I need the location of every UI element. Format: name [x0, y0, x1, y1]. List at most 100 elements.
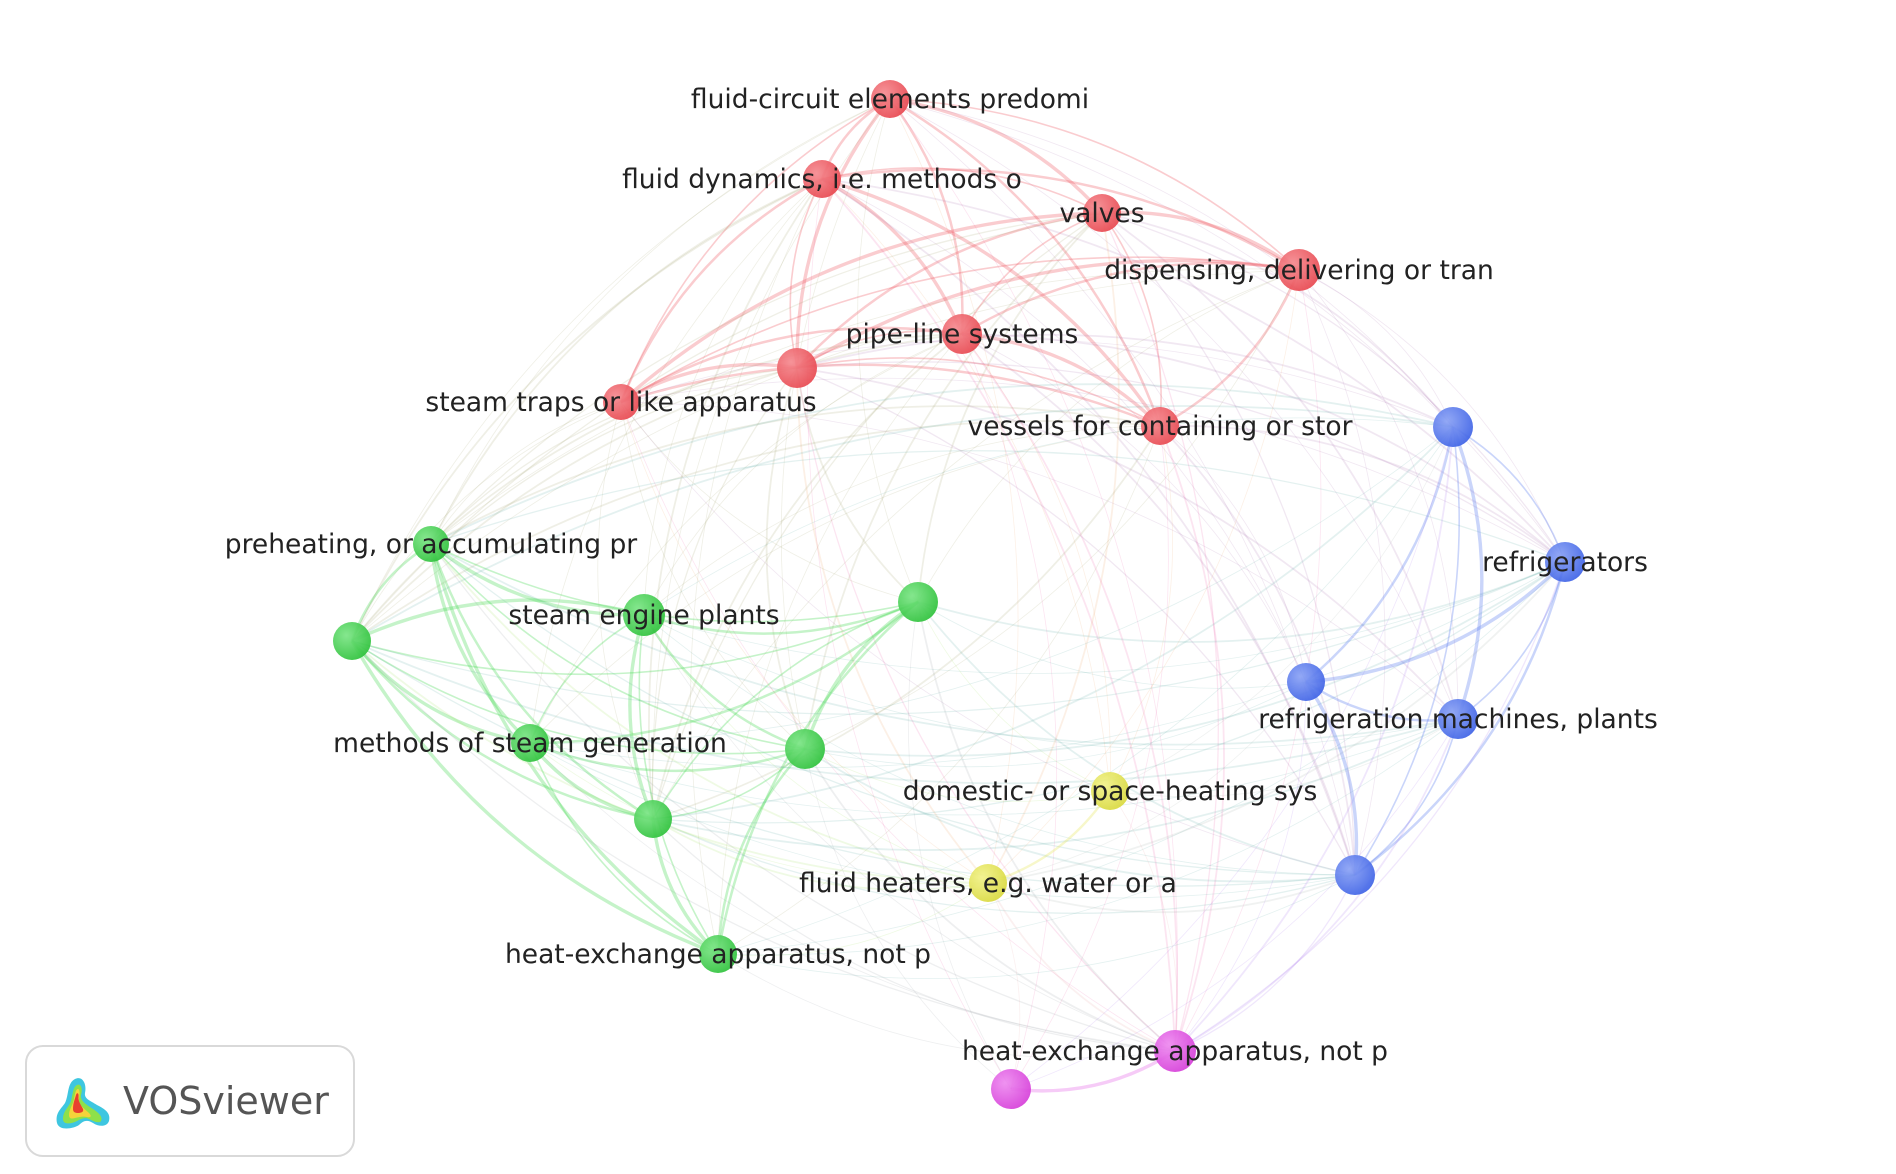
- network-link: [1451, 426, 1484, 720]
- network-link: [620, 377, 1566, 563]
- network-link: [796, 367, 919, 603]
- network-link: [643, 614, 1459, 750]
- network-link: [1101, 212, 1356, 876]
- network-node-green[interactable]: [511, 724, 549, 762]
- network-link: [351, 405, 1454, 642]
- network-node-red[interactable]: [803, 160, 841, 198]
- network-link: [652, 425, 1161, 820]
- network-node-blue[interactable]: [1433, 407, 1473, 447]
- network-node-red[interactable]: [942, 314, 982, 354]
- network-link: [652, 601, 919, 820]
- network-link: [821, 177, 1162, 427]
- network-link: [529, 561, 1566, 769]
- network-node-blue[interactable]: [1438, 699, 1478, 739]
- network-node-magenta[interactable]: [991, 1069, 1031, 1109]
- node-label: steam traps or like apparatus: [425, 387, 816, 418]
- network-node-red[interactable]: [777, 348, 817, 388]
- network-link: [889, 98, 1566, 563]
- network-link: [804, 561, 1566, 757]
- network-link: [889, 97, 1104, 215]
- network-link: [529, 426, 1454, 744]
- network-link: [917, 561, 1566, 643]
- network-link: [690, 178, 823, 955]
- network-link: [620, 362, 798, 404]
- network-link: [796, 367, 1459, 720]
- network-node-green[interactable]: [333, 622, 371, 660]
- network-node-green[interactable]: [413, 526, 449, 562]
- node-label: heat-exchange apparatus, not p: [962, 1036, 1388, 1067]
- network-link: [643, 561, 1566, 674]
- network-link: [889, 98, 1019, 884]
- network-node-red[interactable]: [1083, 194, 1121, 232]
- network-link: [620, 401, 1176, 1052]
- network-node-blue[interactable]: [1545, 542, 1585, 582]
- network-link: [529, 178, 823, 744]
- network-link: [796, 258, 1300, 370]
- network-link: [1174, 718, 1459, 1052]
- network-link: [620, 326, 963, 404]
- network-link: [429, 543, 654, 821]
- network-link: [987, 882, 1021, 1090]
- network-link: [652, 426, 1454, 820]
- network-link: [1101, 212, 1219, 1052]
- network-link: [652, 98, 891, 820]
- network-link: [717, 874, 1356, 979]
- network-link: [350, 640, 719, 956]
- network-link: [821, 178, 1356, 876]
- network-node-green[interactable]: [898, 582, 938, 622]
- network-link: [961, 333, 1356, 876]
- network-link: [907, 601, 1012, 1090]
- network-link: [804, 748, 1012, 1090]
- network-link: [1305, 560, 1567, 684]
- network-link: [1010, 718, 1459, 1090]
- network-link: [430, 543, 1459, 746]
- network-link: [1452, 426, 1566, 563]
- network-link: [1174, 426, 1454, 1052]
- network-node-green[interactable]: [623, 594, 665, 636]
- network-link: [1101, 210, 1300, 272]
- network-node-red[interactable]: [1141, 407, 1179, 445]
- network-link: [796, 357, 1161, 427]
- network-link: [987, 874, 1356, 914]
- network-link: [961, 333, 1566, 563]
- node-label: fluid heaters, e.g. water or a: [799, 868, 1177, 899]
- network-node-red[interactable]: [603, 384, 639, 420]
- network-node-yellow[interactable]: [969, 864, 1007, 902]
- network-link: [961, 333, 1307, 683]
- network-link: [917, 212, 1103, 603]
- network-node-green[interactable]: [785, 729, 825, 769]
- network-link: [643, 178, 823, 616]
- network-link: [821, 178, 1176, 1052]
- network-link: [796, 211, 1103, 369]
- node-label: fluid-circuit elements predomi: [691, 84, 1089, 115]
- network-link: [429, 543, 719, 956]
- network-link: [889, 98, 1459, 720]
- network-link: [351, 640, 806, 755]
- network-link: [1109, 718, 1459, 798]
- network-link: [1354, 561, 1567, 877]
- network-link: [717, 561, 1566, 955]
- network-link: [351, 333, 963, 642]
- network-link: [1298, 269, 1459, 720]
- network-link: [917, 601, 1111, 792]
- network-node-blue[interactable]: [1335, 855, 1375, 895]
- network-node-blue[interactable]: [1287, 663, 1325, 701]
- network-link: [430, 405, 1161, 545]
- network-node-red[interactable]: [1278, 249, 1320, 291]
- node-label: domestic- or space-heating sys: [903, 776, 1318, 807]
- network-link: [651, 367, 798, 820]
- network-node-yellow[interactable]: [1091, 772, 1129, 810]
- network-node-green[interactable]: [699, 935, 737, 973]
- network-link: [430, 401, 622, 545]
- network-link: [1305, 426, 1455, 683]
- network-node-red[interactable]: [871, 80, 909, 118]
- network-link: [716, 748, 806, 955]
- network-link: [917, 601, 1307, 689]
- network-link: [430, 543, 989, 884]
- network-link: [529, 718, 1459, 816]
- network-node-magenta[interactable]: [1154, 1030, 1196, 1072]
- network-node-green[interactable]: [634, 800, 672, 838]
- network-link: [765, 367, 806, 750]
- network-link: [351, 640, 1459, 785]
